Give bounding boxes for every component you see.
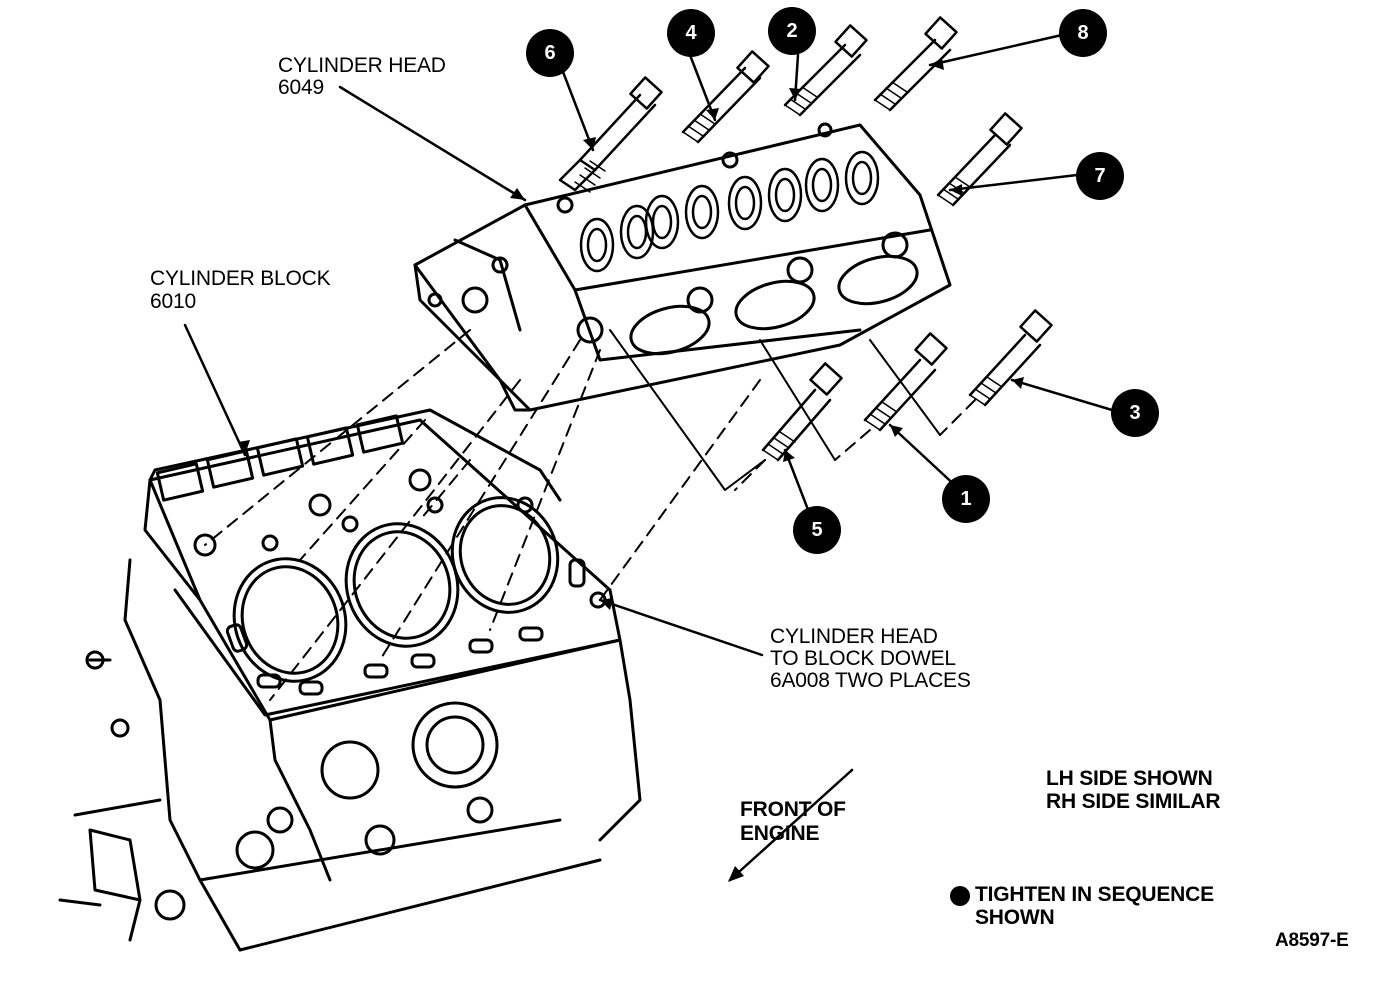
cylinder-block-part-number: 6010 <box>150 290 196 313</box>
figure-id: A8597-E <box>1275 930 1349 951</box>
front-of-engine-line2: ENGINE <box>740 822 820 845</box>
sequence-marker-5: 5 <box>793 506 841 554</box>
legend-line2: SHOWN <box>975 906 1055 929</box>
sequence-marker-6: 6 <box>526 29 574 77</box>
sequence-marker-8: 8 <box>1059 9 1107 57</box>
sequence-marker-2: 2 <box>768 7 816 55</box>
sequence-marker-3: 3 <box>1111 389 1159 437</box>
cylinder-head-label: CYLINDER HEAD <box>278 54 446 77</box>
side-note-line2: RH SIDE SIMILAR <box>1046 790 1221 813</box>
dowel-label-line2: TO BLOCK DOWEL <box>770 647 956 670</box>
side-note-line1: LH SIDE SHOWN <box>1046 767 1213 790</box>
sequence-marker-1: 1 <box>942 475 990 523</box>
bolts <box>558 16 1053 462</box>
cylinder-head-part-number: 6049 <box>278 76 324 99</box>
dowel-label-line1: CYLINDER HEAD <box>770 625 938 648</box>
sequence-marker-7: 7 <box>1076 152 1124 200</box>
filled-circle-icon <box>950 886 970 906</box>
cylinder-block-drawing <box>58 408 642 952</box>
cylinder-block-label: CYLINDER BLOCK <box>150 267 331 290</box>
legend-line1: TIGHTEN IN SEQUENCE <box>975 883 1214 906</box>
sequence-marker-4: 4 <box>667 9 715 57</box>
cylinder-head-drawing <box>413 122 952 412</box>
leader-arrowheads <box>238 58 1024 610</box>
leader-lines <box>183 33 1114 657</box>
alignment-lines <box>204 329 976 701</box>
leader-guides <box>609 329 941 491</box>
arrow-down-left-icon <box>728 768 854 882</box>
front-of-engine-line1: FRONT OF <box>740 798 846 821</box>
dowel-label-line3: 6A008 TWO PLACES <box>770 669 971 692</box>
